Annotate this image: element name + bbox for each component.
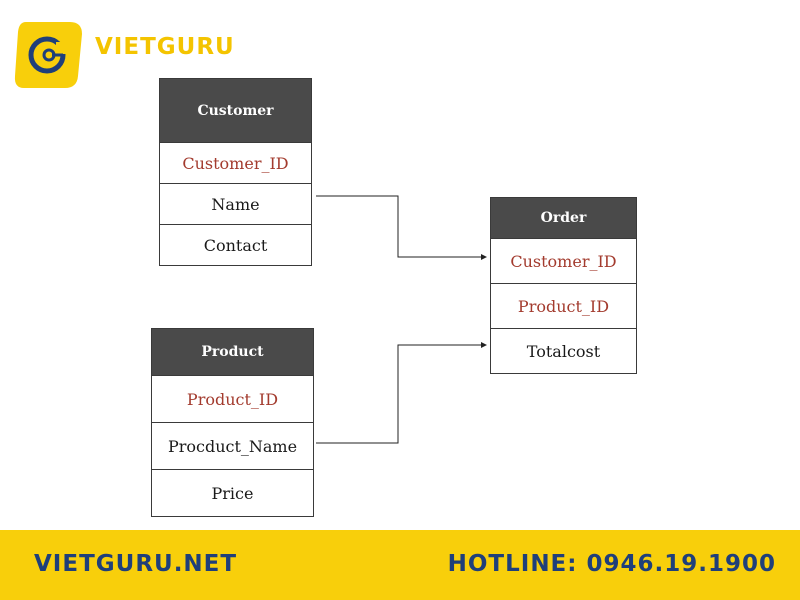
field-price: Price: [211, 483, 254, 503]
field-name: Name: [160, 184, 311, 225]
vietguru-logo-icon: [12, 18, 84, 90]
entity-customer-title: Customer: [160, 79, 311, 143]
field-totalcost: Totalcost: [526, 341, 601, 361]
connector-product-order: [316, 342, 487, 444]
field-customer-id: Customer_ID: [160, 143, 311, 184]
field-order-product-id: Product_ID: [491, 284, 636, 329]
brand-name: VIETGURU: [95, 34, 235, 60]
footer-website: VIETGURU.NET: [34, 551, 238, 577]
footer-hotline: HOTLINE: 0946.19.1900: [447, 551, 776, 577]
connector-customer-order: [316, 195, 487, 260]
entity-product: Product Product_ID Procduct_Name Price: [151, 328, 314, 517]
field-order-customer-id: Customer_ID: [491, 239, 636, 284]
footer-bar: VIETGURU.NET HOTLINE: 0946.19.1900: [0, 530, 800, 600]
field-product-id: Product_ID: [152, 376, 313, 423]
field-product-name: Procduct_Name: [152, 423, 313, 470]
field-contact: Contact: [203, 235, 268, 255]
entity-customer: Customer Customer_ID Name Contact: [159, 78, 312, 266]
entity-product-title: Product: [152, 329, 313, 376]
entity-order: Order Customer_ID Product_ID Totalcost: [490, 197, 637, 374]
entity-order-title: Order: [491, 198, 636, 239]
